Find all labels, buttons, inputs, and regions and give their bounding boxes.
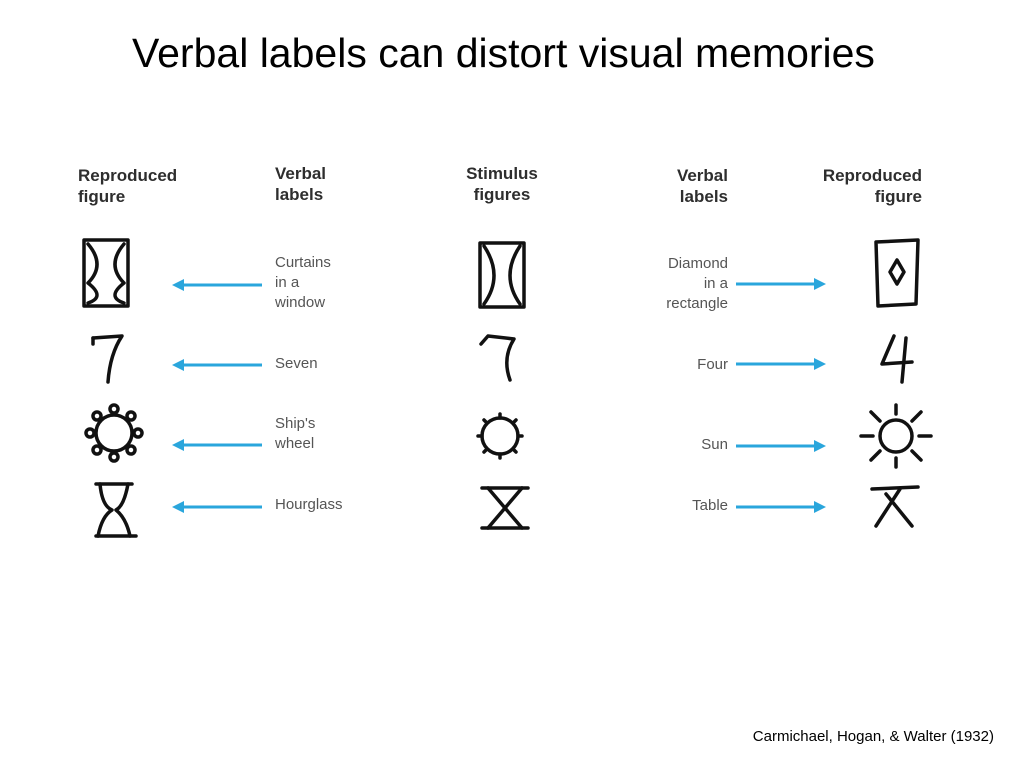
stimulus-figure-2-icon (479, 334, 516, 382)
label-diamond-in-rectangle: Diamond in a rectangle (666, 255, 728, 312)
stimulus-figure-1-icon (478, 241, 526, 309)
arrow-left-icon (172, 501, 262, 513)
label-seven: Seven (275, 355, 318, 372)
header-stimulus-figures: Stimulus figures (466, 164, 538, 204)
label-four: Four (697, 356, 728, 373)
stimulus-figure-3-icon (476, 412, 524, 460)
arrow-right-icon (736, 278, 826, 290)
diamond-rectangle-figure-icon (874, 238, 920, 308)
table-figure-icon (870, 485, 920, 528)
sun-figure-icon (859, 403, 933, 469)
header-reproduced-right: Reproduced figure (822, 166, 922, 206)
citation: Carmichael, Hogan, & Walter (1932) (752, 728, 994, 745)
arrow-left-icon (172, 439, 262, 451)
slide-title: Verbal labels can distort visual memorie… (132, 30, 875, 76)
label-curtains-in-window: Curtains in a window (275, 254, 331, 311)
arrow-right-icon (736, 358, 826, 370)
label-table: Table (692, 497, 728, 514)
arrow-left-icon (172, 359, 262, 371)
arrow-left-icon (172, 279, 262, 291)
curtains-window-figure-icon (82, 238, 130, 308)
header-verbal-labels-left: Verbal labels (275, 164, 327, 204)
arrow-right-icon (736, 501, 826, 513)
label-sun: Sun (701, 436, 728, 453)
stimulus-figure-4-icon (480, 486, 530, 530)
four-figure-icon (880, 334, 914, 384)
label-hourglass: Hourglass (275, 496, 343, 513)
arrow-right-icon (736, 440, 826, 452)
header-reproduced-left: Reproduced figure (78, 166, 178, 206)
header-verbal-labels-right: Verbal labels (676, 166, 728, 206)
seven-figure-icon (91, 334, 124, 384)
ships-wheel-figure-icon (84, 403, 144, 463)
hourglass-figure-icon (94, 482, 138, 538)
label-ships-wheel: Ship's wheel (275, 415, 316, 452)
